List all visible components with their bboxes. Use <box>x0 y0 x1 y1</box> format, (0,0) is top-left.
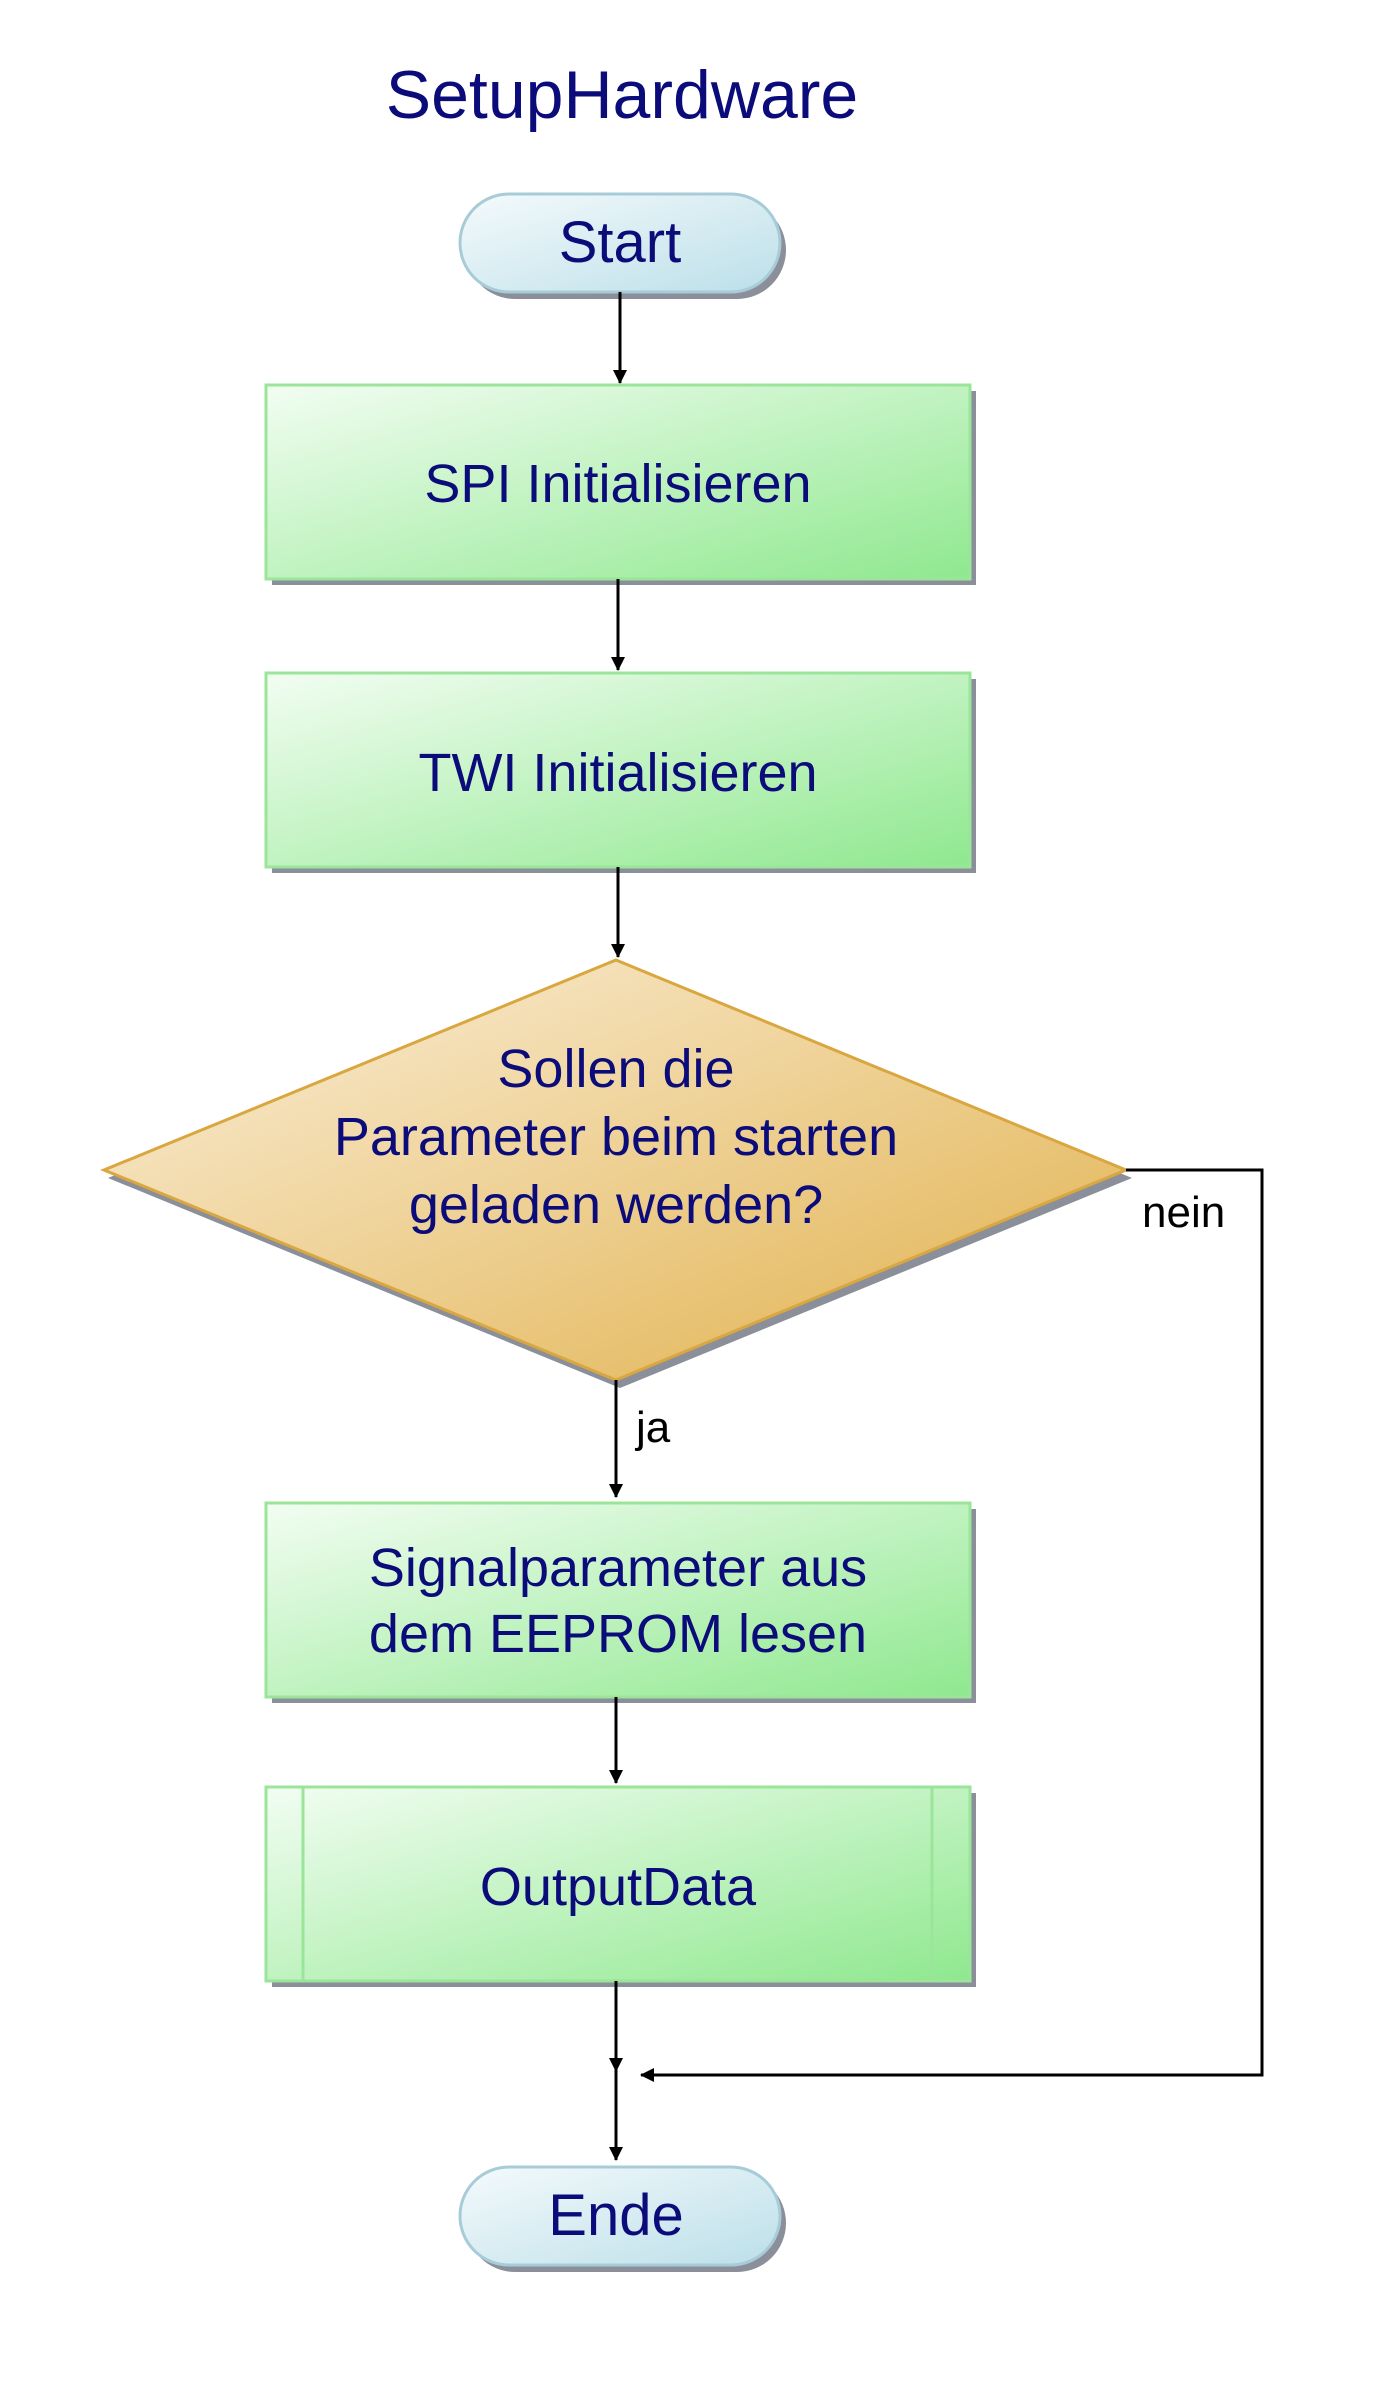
twi-label: TWI Initialisieren <box>418 743 817 803</box>
edge-decision-no <box>640 1168 1264 2082</box>
diagram-title: SetupHardware <box>386 57 858 133</box>
end-node: Ende <box>458 2165 786 2272</box>
output-label: OutputData <box>480 1857 757 1917</box>
decision-label-line-2: Parameter beim starten <box>334 1107 898 1167</box>
spi-node: SPI Initialisieren <box>264 383 976 585</box>
eeprom-label-line-1: Signalparameter aus <box>369 1538 867 1598</box>
eeprom-label-line-2: dem EEPROM lesen <box>369 1604 867 1664</box>
start-label: Start <box>559 210 682 275</box>
no-label: nein <box>1142 1188 1225 1237</box>
start-node: Start <box>458 192 786 299</box>
end-label: Ende <box>548 2183 683 2248</box>
decision-label-line-3: geladen werden? <box>409 1175 823 1235</box>
decision-label-line-1: Sollen die <box>497 1039 734 1099</box>
twi-node: TWI Initialisieren <box>264 671 976 873</box>
decision-node: Sollen die Parameter beim starten gelade… <box>100 958 1132 1388</box>
yes-label: ja <box>634 1403 671 1452</box>
eeprom-node: Signalparameter aus dem EEPROM lesen <box>264 1501 976 1703</box>
output-node: OutputData <box>264 1785 976 1987</box>
spi-label: SPI Initialisieren <box>424 454 811 514</box>
